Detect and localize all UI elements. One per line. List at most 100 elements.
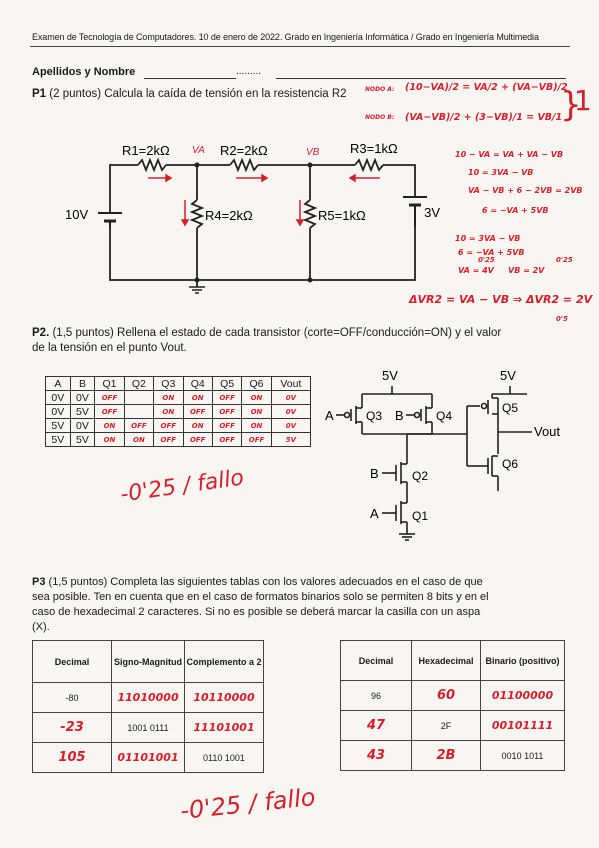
work-line-6: 6 = −VA + 5VB (458, 248, 525, 257)
table-row: 5V 0V ON OFF OFF ON OFF ON 0V (45, 418, 312, 433)
p2-points: (1,5 puntos) (52, 327, 114, 339)
exam-header: Examen de Tecnología de Computadores. 10… (32, 32, 539, 42)
cell: 11101001 (184, 712, 264, 743)
cell: ON (182, 418, 213, 433)
p1-number: P1 (32, 88, 47, 100)
cell (123, 390, 155, 405)
cell: OFF (153, 432, 184, 447)
cell: ON (153, 404, 184, 419)
source-10v-label: 10V (65, 207, 88, 222)
brace: } (560, 85, 582, 125)
nodo-a-equation: (10−VA)/2 = VA/2 + (VA−VB)/2 (405, 82, 568, 93)
work-line-3: VA − VB + 6 − 2VB = 2VB (468, 186, 583, 195)
cell: 96 (340, 680, 412, 711)
cell: OFF (211, 418, 243, 433)
cell: ON (123, 432, 155, 447)
work-line-2: 10 = 3VA − VB (468, 168, 534, 177)
cell: OFF (211, 432, 243, 447)
q6-label: Q6 (502, 457, 518, 471)
signed-table: Decimal Signo-Magnitud Complemento a 2 -… (32, 640, 264, 773)
work-line-8: VB = 2V (508, 266, 545, 275)
name-label: Apellidos y Nombre (32, 66, 136, 78)
name-underline-2 (276, 78, 566, 79)
table-header-row: Decimal Hexadecimal Binario (positivo) (340, 640, 565, 681)
cell: OFF (94, 404, 125, 419)
r2-label: R2=2kΩ (220, 143, 268, 158)
p1-score: 1 (574, 84, 592, 117)
cell: 0V (270, 404, 312, 419)
r5-zigzag (302, 199, 318, 229)
cell: 105 (32, 742, 112, 773)
source-3v-label: 3V (424, 205, 440, 220)
p1-text: Calcula la caída de tensión en la resist… (104, 88, 347, 100)
r3-label: R3=1kΩ (350, 141, 398, 156)
current-arrows (148, 173, 380, 227)
p3-text-3: caso de hexadecimal 2 caracteres. Si no … (32, 606, 481, 618)
p3-text-2: sea posible. Ten en cuenta que en el cas… (32, 591, 489, 603)
cell: 60 (411, 680, 481, 711)
name-underline (144, 78, 236, 79)
cell: 2F (411, 710, 481, 741)
cell: 01101001 (111, 742, 185, 773)
col-hexadecimal: Hexadecimal (411, 640, 481, 681)
battery-10v (98, 212, 122, 227)
r5-label: R5=1kΩ (318, 208, 366, 223)
col-q6: Q6 (241, 376, 272, 391)
cell: 0V (45, 404, 71, 419)
col-sign-magnitude: Signo-Magnitud (111, 640, 185, 683)
cell: 2B (411, 740, 481, 771)
vdd2-label: 5V (500, 368, 516, 383)
r1-zigzag (137, 157, 167, 173)
table-row: -80 11010000 10110000 (32, 682, 264, 713)
q5-label: Q5 (502, 401, 518, 415)
name-dots: ......... (236, 66, 262, 77)
cell: OFF (153, 418, 184, 433)
col-q2: Q2 (123, 376, 155, 391)
col-q4: Q4 (182, 376, 213, 391)
col-decimal: Decimal (340, 640, 412, 681)
vdd1-label: 5V (382, 368, 398, 383)
cell: 43 (340, 740, 412, 771)
cell: 0010 1011 (480, 740, 565, 771)
nodo-b-equation: (VA−VB)/2 + (3−VB)/1 = VB/1 (405, 112, 563, 123)
work-score-1: 0'25 (478, 256, 495, 264)
work-score-2: 0'25 (556, 256, 573, 264)
q3-label: Q3 (366, 409, 382, 423)
col-a: A (45, 376, 71, 391)
ground-symbol (189, 286, 205, 294)
cell: OFF (241, 432, 272, 447)
p2-text-2: de la tensión en el punto Vout. (32, 342, 187, 354)
cell: ON (94, 418, 125, 433)
cell: OFF (123, 418, 155, 433)
cell: OFF (182, 404, 213, 419)
p3-penalty: -0'25 / fallo (178, 782, 317, 826)
work-line-7: VA = 4V (458, 266, 494, 275)
work-line-4: 6 = −VA + 5VB (482, 206, 549, 215)
cell: 11010000 (111, 682, 185, 713)
p1-circuit: R1=2kΩ R2=2kΩ R3=1kΩ R4=2kΩ R5=1kΩ 10V 3… (65, 141, 440, 294)
work-line-1: 10 − VA = VA + VA − VB (455, 150, 564, 159)
cell: 00101111 (480, 710, 565, 741)
r2-zigzag (229, 157, 259, 173)
node-va-dot (194, 162, 200, 168)
cell: ON (94, 432, 125, 447)
cell: 5V (270, 432, 312, 447)
unsigned-table: Decimal Hexadecimal Binario (positivo) 9… (340, 640, 565, 771)
table-row: 0V 0V OFF ON ON OFF ON 0V (45, 390, 312, 405)
p3-text-4: (X). (32, 621, 50, 633)
p3-text-1: Completa las siguientes tablas con los v… (110, 576, 483, 588)
cell: 0V (270, 390, 312, 405)
table-row: 0V 5V OFF ON OFF OFF ON 0V (45, 404, 312, 419)
p2-penalty: -0'25 / fallo (118, 465, 246, 508)
input-a-top: A (325, 408, 334, 423)
table-row: 5V 5V ON ON OFF OFF OFF OFF 5V (45, 432, 312, 447)
p1-points: (2 puntos) (49, 88, 102, 100)
col-twos-complement: Complemento a 2 (184, 640, 264, 683)
battery-3v (403, 196, 427, 227)
q1-label: Q1 (412, 509, 428, 523)
cell: 0V (270, 418, 312, 433)
va-handwritten: VA (192, 145, 205, 156)
cell (123, 404, 155, 419)
cell: 1001 0111 (111, 712, 185, 743)
p3-points: (1,5 puntos) (48, 576, 108, 588)
